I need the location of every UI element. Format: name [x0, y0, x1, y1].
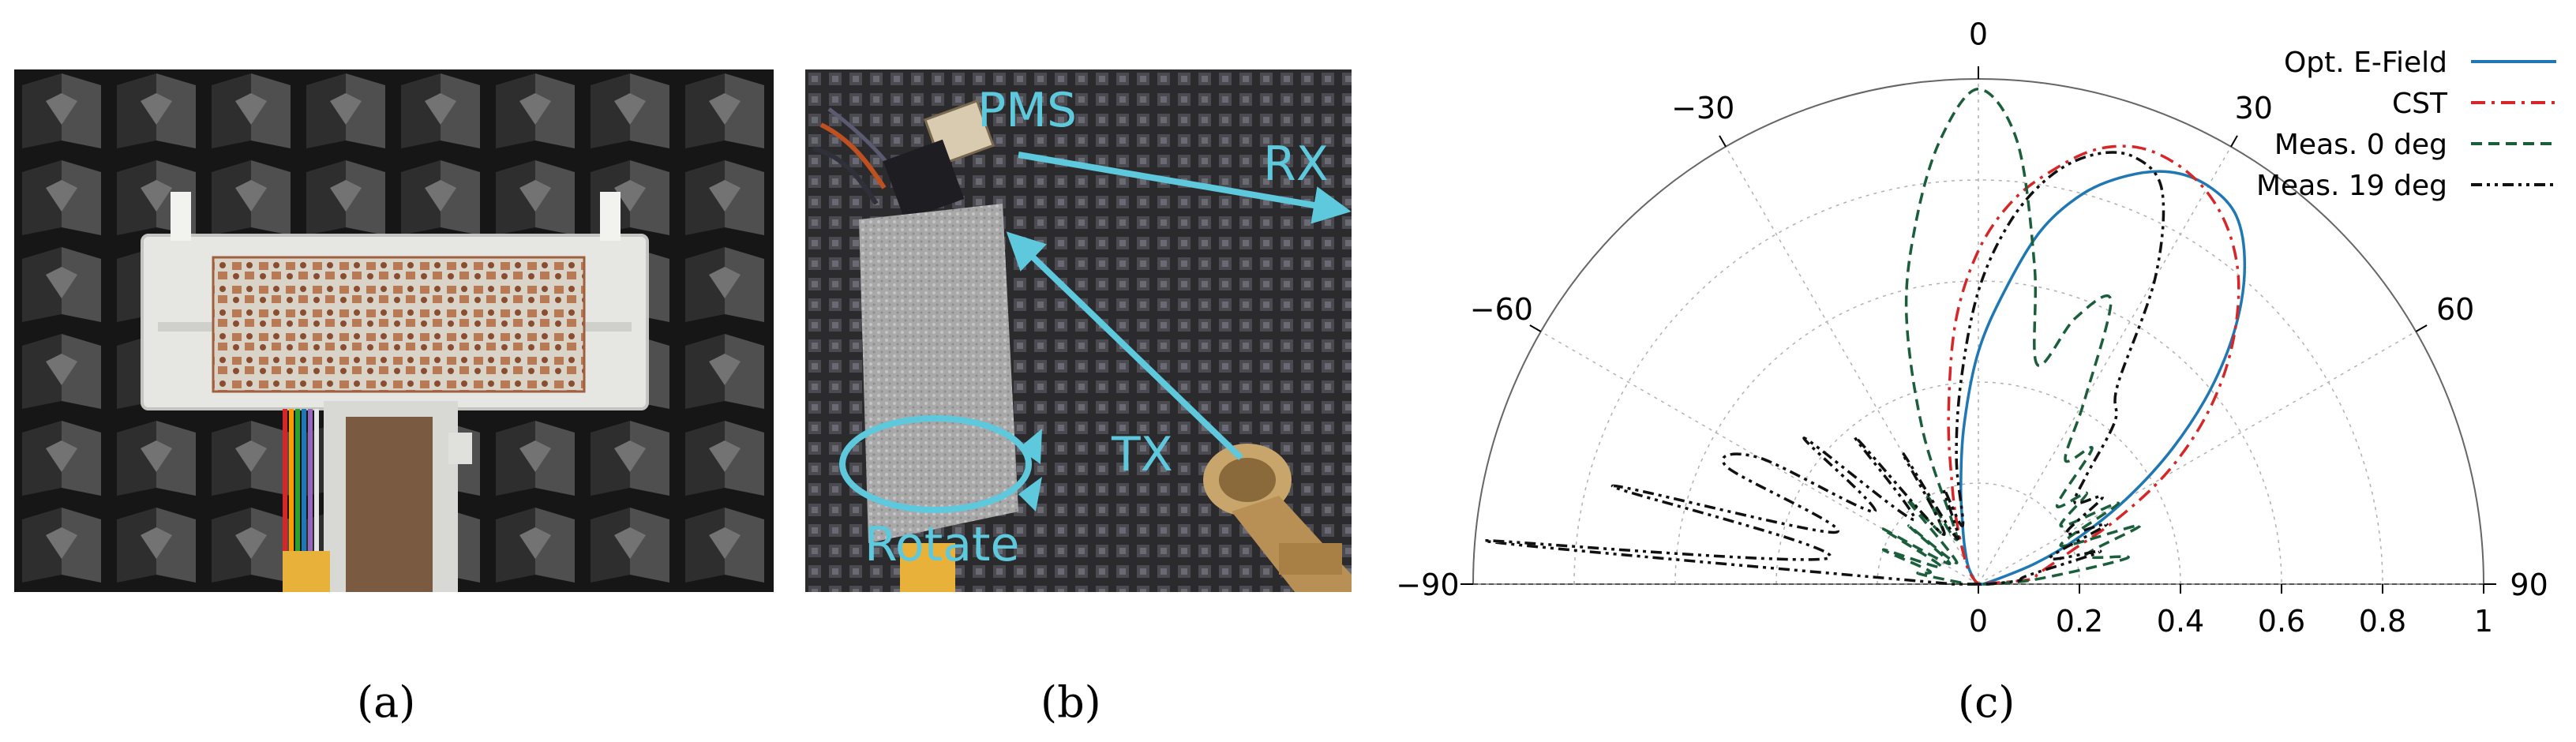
tx-to-pms-arrow [1006, 231, 1243, 460]
label-rotate: Rotate [864, 517, 1019, 572]
label-pms: PMS [977, 83, 1077, 138]
series-line [1880, 88, 2142, 586]
angular-tick-mark [1529, 324, 1542, 332]
photo-b: PMS RX TX Rotate [805, 69, 1352, 592]
angular-tick-label: −60 [1470, 292, 1533, 327]
angular-gridline [1725, 146, 1979, 585]
label-rx: RX [1263, 137, 1329, 192]
series-line [1483, 151, 2165, 586]
angular-tick-label: 60 [2436, 292, 2474, 327]
tx-horn-antenna [1203, 444, 1352, 592]
radial-gridline [1573, 179, 2383, 585]
polar-grid [1460, 66, 2496, 594]
radial-tick-label: 1 [2474, 604, 2493, 639]
polar-tick-labels: −90 −60 −30 0 30 60 90 0 0.2 0.4 0.6 0.8 1 [1396, 17, 2548, 639]
angular-tick-label: 0 [1969, 17, 1988, 51]
radial-gridline [1775, 381, 2181, 585]
radial-tick-label: 0.8 [2359, 604, 2406, 639]
legend-entry-label: CST [2392, 88, 2448, 120]
polar-series [1483, 88, 2247, 586]
radial-tick-label: 0.4 [2157, 604, 2204, 639]
angular-tick-label: 90 [2510, 568, 2548, 602]
radial-tick-label: 0 [1969, 604, 1988, 639]
legend-entry-label: Meas. 0 deg [2274, 129, 2447, 161]
caption-c: (c) [1958, 677, 2015, 727]
styrofoam-rotator [859, 204, 1018, 543]
series-line [1947, 144, 2240, 586]
caption-a: (a) [357, 677, 416, 727]
angular-gridline [1540, 331, 1979, 585]
angular-tick-label: 30 [2235, 91, 2273, 126]
rotate-arrow [839, 415, 1032, 513]
ribbon-cables [283, 409, 330, 592]
angular-gridline [1978, 146, 2232, 585]
photo-a [14, 69, 774, 592]
angular-tick-label: −30 [1671, 91, 1734, 126]
caption-b: (b) [1041, 677, 1101, 727]
radial-tick-label: 0.6 [2258, 604, 2305, 639]
legend-entry-label: Meas. 19 deg [2256, 170, 2447, 202]
angular-tick-mark [2415, 324, 2428, 332]
radial-tick-label: 0.2 [2056, 604, 2103, 639]
angular-gridline [1978, 331, 2417, 585]
ris-metasurface [212, 256, 586, 393]
label-tx: TX [1111, 427, 1173, 482]
series-line [1959, 170, 2247, 586]
screw-right [600, 192, 621, 241]
screw-left [171, 192, 191, 241]
pms-to-rx-arrow [1018, 152, 1352, 224]
legend-entry-label: Opt. E-Field [2284, 47, 2447, 79]
angular-tick-label: −90 [1396, 568, 1459, 602]
angular-tick-mark [2230, 135, 2238, 148]
angular-tick-mark [1719, 135, 1727, 148]
